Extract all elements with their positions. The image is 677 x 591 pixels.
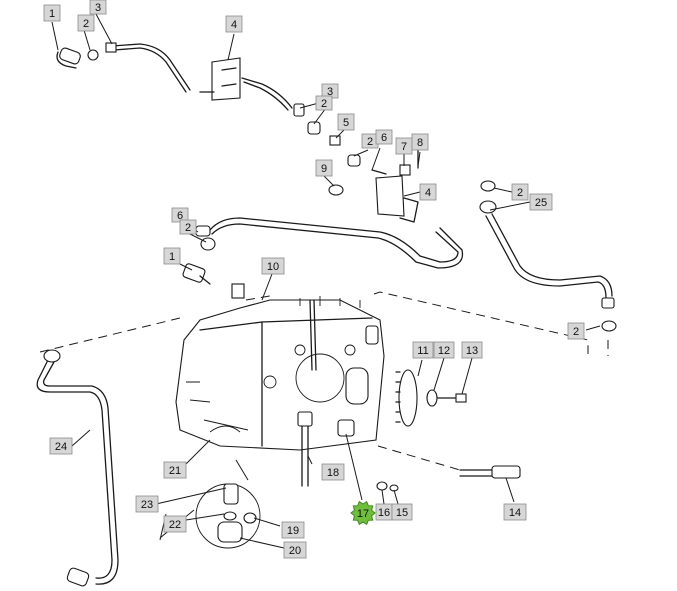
label-box-l6a[interactable] — [375, 129, 393, 145]
label-text-l14[interactable]: 14 — [509, 507, 521, 519]
injection-pump — [175, 283, 385, 451]
label-text-l2a[interactable]: 2 — [83, 18, 89, 30]
label-box-l14[interactable] — [503, 503, 527, 521]
label-text-l11[interactable]: 11 — [417, 345, 428, 357]
label-box-l19[interactable] — [281, 521, 305, 539]
label-text-l5[interactable]: 5 — [343, 117, 349, 129]
label-text-l24[interactable]: 24 — [55, 441, 67, 453]
injection-line-25 — [479, 180, 617, 356]
label-text-l21[interactable]: 21 — [169, 465, 181, 477]
label-text-l10[interactable]: 10 — [267, 261, 279, 273]
label-text-l1a[interactable]: 1 — [49, 8, 55, 20]
elbow-fitting — [182, 263, 211, 285]
label-box-l2e[interactable] — [179, 219, 197, 235]
label-box-l23[interactable] — [135, 495, 159, 513]
label-text-l18[interactable]: 18 — [327, 467, 339, 479]
label-box-l11[interactable] — [412, 341, 434, 359]
label-box-l4a[interactable] — [225, 15, 243, 33]
label-box-l9[interactable] — [315, 159, 333, 177]
label-text-l20[interactable]: 20 — [289, 545, 301, 557]
label-box-l24[interactable] — [49, 437, 73, 455]
label-box-l13[interactable] — [461, 341, 483, 359]
label-text-l6b[interactable]: 6 — [177, 210, 183, 222]
label-box-l2f[interactable] — [567, 322, 585, 340]
label-box-l25[interactable] — [529, 193, 553, 211]
label-box-l1a[interactable] — [43, 4, 61, 22]
washers — [376, 481, 399, 492]
drive-gear — [395, 369, 467, 427]
label-box-l20[interactable] — [283, 541, 307, 559]
label-text-l9[interactable]: 9 — [321, 163, 327, 175]
label-text-l2e[interactable]: 2 — [185, 222, 191, 234]
label-text-l15[interactable]: 15 — [396, 507, 408, 519]
label-text-l25[interactable]: 25 — [535, 197, 547, 209]
bolt — [297, 411, 313, 487]
label-text-l12[interactable]: 12 — [438, 345, 450, 357]
label-text-l22[interactable]: 22 — [169, 519, 181, 531]
label-box-l5[interactable] — [337, 113, 355, 131]
label-text-l2c[interactable]: 2 — [367, 136, 373, 148]
label-box-l1b[interactable] — [163, 247, 181, 265]
label-text-l4a[interactable]: 4 — [231, 19, 237, 31]
label-text-l2f[interactable]: 2 — [573, 326, 579, 338]
highlighted-part-badge[interactable] — [350, 500, 376, 526]
label-box-l21[interactable] — [163, 461, 187, 479]
label-text-l2d[interactable]: 2 — [517, 187, 523, 199]
label-text-l16[interactable]: 16 — [378, 507, 390, 519]
label-box-l10[interactable] — [261, 257, 285, 275]
label-box-l22[interactable] — [163, 515, 187, 533]
label-text-l3a[interactable]: 3 — [95, 2, 101, 14]
label-text-l13[interactable]: 13 — [466, 345, 478, 357]
label-text-l3b[interactable]: 3 — [327, 86, 333, 98]
label-box-l18[interactable] — [321, 463, 345, 481]
label-box-l2a[interactable] — [77, 14, 95, 32]
leader-lines — [51, 13, 601, 549]
label-box-l12[interactable] — [433, 341, 455, 359]
label-box-l3a[interactable] — [89, 0, 107, 15]
label-box-l4b[interactable] — [419, 183, 437, 201]
label-text-l7[interactable]: 7 — [401, 141, 407, 153]
label-text-l8[interactable]: 8 — [417, 137, 423, 149]
injection-line-24 — [36, 349, 119, 587]
label-text-l1b[interactable]: 1 — [169, 251, 175, 263]
rod — [459, 465, 521, 479]
label-box-l2b[interactable] — [315, 95, 333, 111]
label-text-l4b[interactable]: 4 — [425, 187, 431, 199]
label-text-l2b[interactable]: 2 — [321, 98, 327, 110]
label-text-l23[interactable]: 23 — [141, 499, 153, 511]
label-text-l19[interactable]: 19 — [287, 525, 299, 537]
label-box-l2d[interactable] — [511, 183, 529, 201]
label-box-l8[interactable] — [411, 133, 429, 151]
injection-line-middle — [195, 217, 464, 269]
label-text-l6a[interactable]: 6 — [381, 132, 387, 144]
upper-injection-line — [56, 42, 419, 223]
label-text-l17[interactable]: 17 — [357, 508, 369, 520]
label-box-l15[interactable] — [391, 503, 413, 521]
